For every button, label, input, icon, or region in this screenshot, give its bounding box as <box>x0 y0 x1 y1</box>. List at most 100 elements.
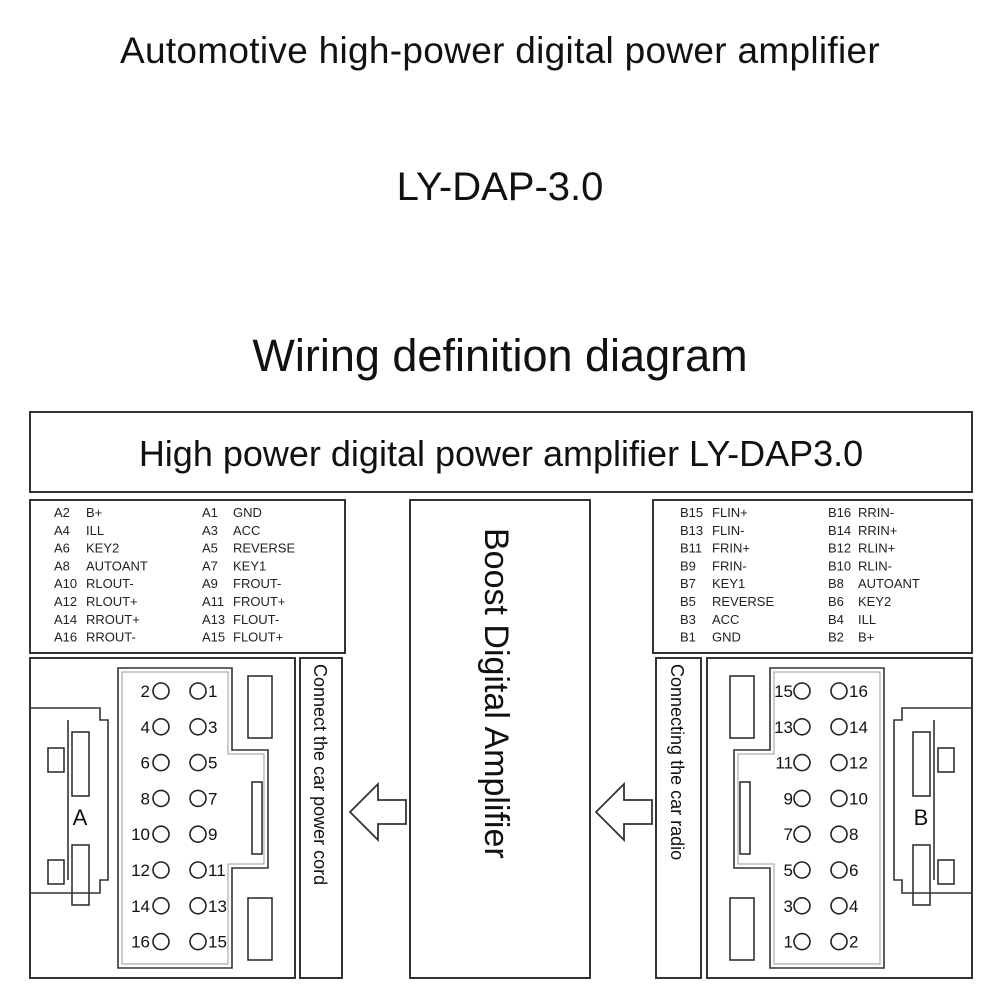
pin-number: 12 <box>849 754 868 773</box>
pin-id: B1 <box>680 630 696 645</box>
pin-function: FLIN- <box>712 523 745 538</box>
pin-function: KEY1 <box>233 558 266 573</box>
pin-hole-icon <box>189 789 207 808</box>
pin-id: B4 <box>828 612 844 627</box>
pin-number: 9 <box>208 825 217 844</box>
pin-number: 1 <box>784 933 793 952</box>
connector-a-label-box <box>29 499 346 654</box>
connector-b-connect-label: Connecting the car radio <box>667 664 687 860</box>
pin-number: 3 <box>208 718 217 737</box>
pin-hole-icon <box>830 717 848 736</box>
pin-function: GND <box>233 505 262 520</box>
pin-hole-icon <box>152 825 170 844</box>
main-title: Automotive high-power digital power ampl… <box>119 30 881 71</box>
pin-number: 14 <box>849 718 868 737</box>
arrow-left-icon <box>594 781 653 843</box>
pin-id: B12 <box>828 541 851 556</box>
pin-id: A16 <box>54 630 77 645</box>
pin-number: 8 <box>141 789 150 808</box>
device-header: High power digital power amplifier LY-DA… <box>139 433 863 474</box>
pin-hole-icon <box>152 682 170 700</box>
pin-number: 2 <box>141 682 150 701</box>
pin-hole-icon <box>189 825 207 844</box>
pin-id: A4 <box>54 523 70 538</box>
pin-number: 16 <box>849 682 868 701</box>
pin-function: ACC <box>712 612 739 627</box>
pin-id: B7 <box>680 576 696 591</box>
pin-number: 6 <box>141 754 150 773</box>
connector-a-letter: A <box>73 805 88 830</box>
pin-number: 10 <box>849 789 868 808</box>
pin-hole-icon <box>830 896 848 915</box>
amplifier-box <box>409 499 591 979</box>
pin-number: 12 <box>131 861 150 880</box>
connector-a-label-strip <box>299 657 343 979</box>
pin-function: ILL <box>858 612 876 627</box>
pin-number: 2 <box>849 933 858 952</box>
pin-id: B14 <box>828 523 851 538</box>
pin-hole-icon <box>830 825 848 844</box>
pin-id: A2 <box>54 505 70 520</box>
pin-hole-icon <box>830 682 848 700</box>
pin-id: A10 <box>54 576 77 591</box>
pin-number: 9 <box>784 789 793 808</box>
pin-hole-icon <box>830 753 848 772</box>
pin-function: RRIN+ <box>858 523 897 538</box>
pin-hole-icon <box>152 717 170 736</box>
pin-number: 4 <box>141 718 150 737</box>
pin-function: REVERSE <box>712 594 774 609</box>
pin-id: B11 <box>680 541 702 556</box>
pin-function: KEY2 <box>86 541 119 556</box>
pin-hole-icon <box>189 717 207 736</box>
connector-b-frame <box>706 657 973 979</box>
connector-a-frame <box>29 657 296 979</box>
pin-hole-icon <box>830 932 848 951</box>
pin-function: GND <box>712 630 741 645</box>
pin-function: RLIN+ <box>858 541 895 556</box>
pin-number: 5 <box>784 861 793 880</box>
pin-function: FLIN+ <box>712 505 748 520</box>
pin-function: ILL <box>86 523 104 538</box>
connector-b-letter: B <box>914 805 929 830</box>
pin-number: 16 <box>131 933 150 952</box>
pin-id: A9 <box>202 576 218 591</box>
pin-id: A13 <box>202 612 225 627</box>
pin-hole-icon <box>793 753 811 772</box>
pin-function: FLOUT- <box>233 612 279 627</box>
pin-function: REVERSE <box>233 541 295 556</box>
wiring-diagram-title: Wiring definition diagram <box>252 330 748 381</box>
pin-hole-icon <box>152 861 170 879</box>
pin-number: 15 <box>208 933 227 952</box>
pin-hole-icon <box>189 861 207 879</box>
connector-b-body <box>729 667 972 969</box>
pin-function: FRIN- <box>712 558 747 573</box>
pin-function: AUTOANT <box>86 558 148 573</box>
connector-b-label-strip <box>655 657 702 979</box>
pin-hole-icon <box>152 896 170 915</box>
pin-function: B+ <box>86 505 102 520</box>
pin-hole-icon <box>189 682 207 700</box>
pin-hole-icon <box>152 753 170 772</box>
connector-b-label-box <box>652 499 973 654</box>
pin-hole-icon <box>152 789 170 808</box>
pin-function: RRIN- <box>858 505 894 520</box>
pin-number: 13 <box>774 718 793 737</box>
pin-hole-icon <box>830 789 848 808</box>
pin-id: B16 <box>828 505 851 520</box>
pin-number: 4 <box>849 897 858 916</box>
pin-number: 13 <box>208 897 227 916</box>
device-header-box <box>29 411 973 493</box>
pin-number: 11 <box>775 754 793 773</box>
pin-function: KEY1 <box>712 576 745 591</box>
pin-function: FROUT- <box>233 576 281 591</box>
pin-number: 15 <box>774 682 793 701</box>
pin-number: 6 <box>849 861 858 880</box>
pin-hole-icon <box>793 717 811 736</box>
connector-a-connect-label: Connect the car power cord <box>310 664 330 885</box>
pin-function: B+ <box>858 630 874 645</box>
pin-id: B6 <box>828 594 844 609</box>
pin-hole-icon <box>793 932 811 951</box>
pin-function: FRIN+ <box>712 541 750 556</box>
pin-id: B5 <box>680 594 696 609</box>
pin-id: A5 <box>202 541 218 556</box>
